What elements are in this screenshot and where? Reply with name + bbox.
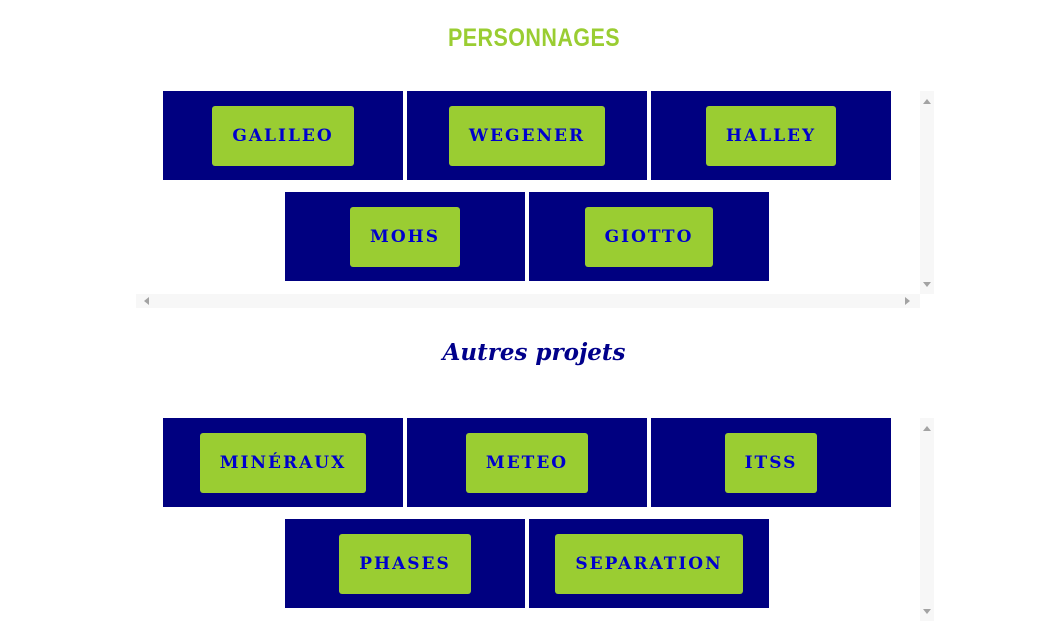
page-title-personnages: PERSONNAGES <box>448 24 620 52</box>
meteo-button[interactable]: METEO <box>465 432 589 493</box>
tile-phases: PHASES <box>285 519 525 608</box>
scroll-down-arrow-icon[interactable] <box>923 609 931 614</box>
tile-halley: HALLEY <box>651 91 891 180</box>
scroll-right-arrow-icon[interactable] <box>905 297 910 305</box>
horizontal-scrollbar[interactable] <box>136 294 920 308</box>
wegener-button[interactable]: WEGENER <box>448 105 606 166</box>
scroll-left-arrow-icon[interactable] <box>144 297 149 305</box>
mohs-button[interactable]: MOHS <box>350 206 460 267</box>
tile-meteo: METEO <box>407 418 647 507</box>
scroll-down-arrow-icon[interactable] <box>923 282 931 287</box>
tile-mohs: MOHS <box>285 192 525 281</box>
giotto-button[interactable]: GIOTTO <box>584 206 714 267</box>
separation-button[interactable]: SEPARATION <box>555 533 743 594</box>
scroll-up-arrow-icon[interactable] <box>923 426 931 431</box>
projets-scroll-area[interactable]: MINÉRAUX METEO ITSS PHASES SEPARATION <box>136 418 934 621</box>
itss-button[interactable]: ITSS <box>724 432 818 493</box>
halley-button[interactable]: HALLEY <box>705 105 837 166</box>
tile-separation: SEPARATION <box>529 519 769 608</box>
galileo-button[interactable]: GALILEO <box>212 105 354 166</box>
tile-galileo: GALILEO <box>163 91 403 180</box>
tile-itss: ITSS <box>651 418 891 507</box>
vertical-scrollbar[interactable] <box>920 91 934 294</box>
personnages-scroll-area[interactable]: GALILEO WEGENER HALLEY MOHS GIOTTO <box>136 91 934 308</box>
phases-button[interactable]: PHASES <box>339 533 471 594</box>
tile-mineraux: MINÉRAUX <box>163 418 403 507</box>
section-title-autres-projets: Autres projets <box>442 339 626 366</box>
mineraux-button[interactable]: MINÉRAUX <box>199 432 367 493</box>
tile-giotto: GIOTTO <box>529 192 769 281</box>
scroll-up-arrow-icon[interactable] <box>923 99 931 104</box>
vertical-scrollbar[interactable] <box>920 418 934 621</box>
tile-wegener: WEGENER <box>407 91 647 180</box>
